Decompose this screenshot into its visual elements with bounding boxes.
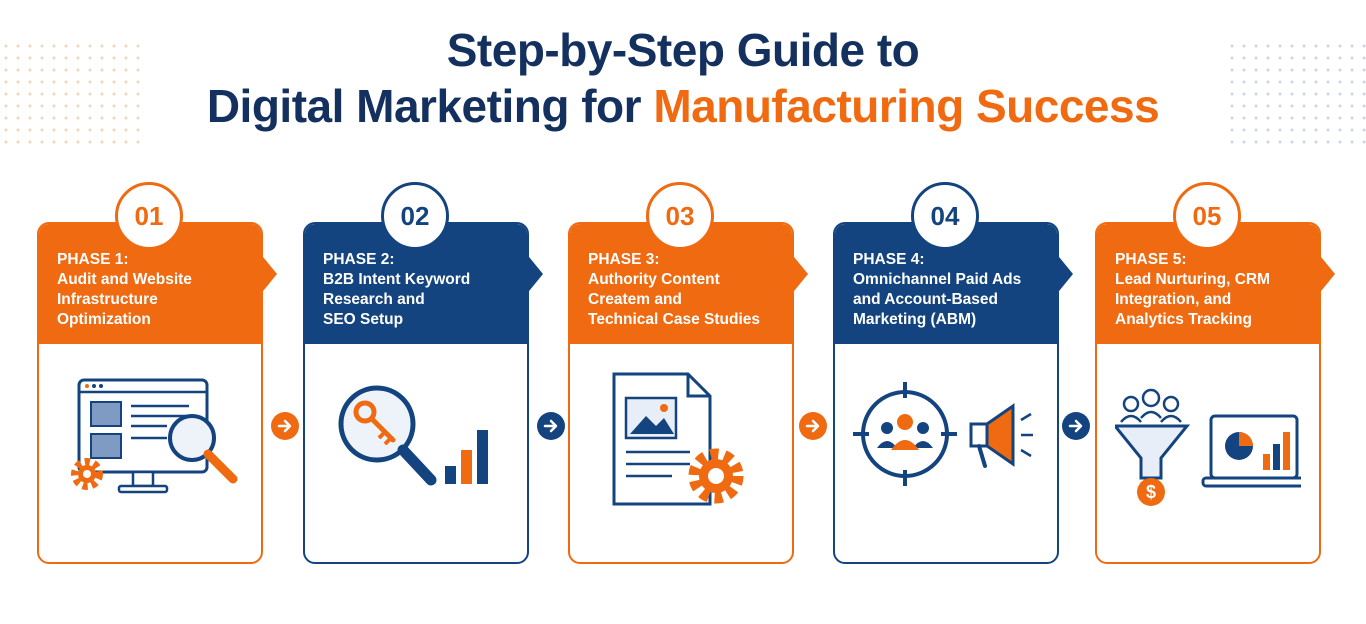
phase-title-line: Optimization [57, 311, 151, 328]
phase-title: PHASE 3: Authority Content Createm and T… [588, 250, 784, 330]
website-audit-icon [71, 378, 238, 494]
phase-title-line: SEO Setup [323, 311, 404, 328]
funnel-analytics-icon: $ [1115, 388, 1301, 506]
phase-header-arrow [790, 252, 808, 296]
phase-title-line: Analytics Tracking [1115, 311, 1252, 328]
phase-title: PHASE 1: Audit and Website Infrastructur… [57, 250, 253, 330]
phase-title-line: Omnichannel Paid Ads [853, 271, 1022, 288]
title-line-1: Step-by-Step Guide to [446, 24, 920, 76]
phase-card-1: PHASE 1: Audit and Website Infrastructur… [37, 182, 277, 564]
phase-number-badge: 03 [646, 182, 714, 250]
phase-title-line: Lead Nurturing, CRM [1115, 271, 1270, 288]
phase-label: PHASE 3: [588, 251, 660, 268]
phase-title: PHASE 5: Lead Nurturing, CRM Integration… [1115, 250, 1311, 330]
phase-label: PHASE 5: [1115, 251, 1187, 268]
arrow-right-icon [537, 412, 565, 440]
phase-title-line: Audit and Website [57, 271, 192, 288]
phase-card-5: PHASE 5: Lead Nurturing, CRM Integration… [1095, 182, 1335, 564]
phase-title-line: Createm and [588, 291, 682, 308]
arrow-right-icon [799, 412, 827, 440]
phase-header-arrow [259, 252, 277, 296]
title-line-2-accent: Manufacturing Success [653, 80, 1160, 132]
phase-number-badge: 04 [911, 182, 979, 250]
target-audience-megaphone-icon [853, 382, 1033, 486]
svg-text:$: $ [1146, 482, 1156, 502]
title-line-2-main: Digital Marketing for [206, 80, 642, 132]
page-title: Step-by-Step Guide to Digital Marketing … [0, 22, 1366, 134]
phase-title-line: Infrastructure [57, 291, 158, 308]
phase-card-3: PHASE 3: Authority Content Createm and T… [568, 182, 808, 564]
content-document-icon [612, 372, 744, 506]
phase-card-2: PHASE 2: B2B Intent Keyword Research and… [303, 182, 543, 564]
phase-title-line: Research and [323, 291, 425, 308]
phase-title: PHASE 2: B2B Intent Keyword Research and… [323, 250, 519, 330]
keyword-research-icon [338, 385, 488, 486]
phase-card-4: PHASE 4: Omnichannel Paid Ads and Accoun… [833, 182, 1073, 564]
decorative-dots-right [1226, 40, 1366, 150]
phase-title-line: Integration, and [1115, 291, 1232, 308]
arrow-right-icon [1062, 412, 1090, 440]
phase-number-badge: 05 [1173, 182, 1241, 250]
phase-number-badge: 01 [115, 182, 183, 250]
phase-title-line: B2B Intent Keyword [323, 271, 471, 288]
phase-title-line: Marketing (ABM) [853, 311, 977, 328]
phase-title-line: Authority Content [588, 271, 720, 288]
phase-title-line: and Account-Based [853, 291, 998, 308]
phase-header-arrow [1055, 252, 1073, 296]
title-line-2: Digital Marketing for Manufacturing Succ… [0, 78, 1366, 134]
phase-title: PHASE 4: Omnichannel Paid Ads and Accoun… [853, 250, 1049, 330]
phase-number-badge: 02 [381, 182, 449, 250]
phase-label: PHASE 1: [57, 251, 129, 268]
phase-label: PHASE 2: [323, 251, 395, 268]
phase-header-arrow [525, 252, 543, 296]
phase-card-body [303, 222, 529, 564]
phase-header-arrow [1317, 252, 1335, 296]
arrow-right-icon [271, 412, 299, 440]
phase-label: PHASE 4: [853, 251, 925, 268]
phase-card-body [37, 222, 263, 564]
decorative-dots-left [0, 40, 140, 150]
phase-title-line: Technical Case Studies [588, 311, 760, 328]
